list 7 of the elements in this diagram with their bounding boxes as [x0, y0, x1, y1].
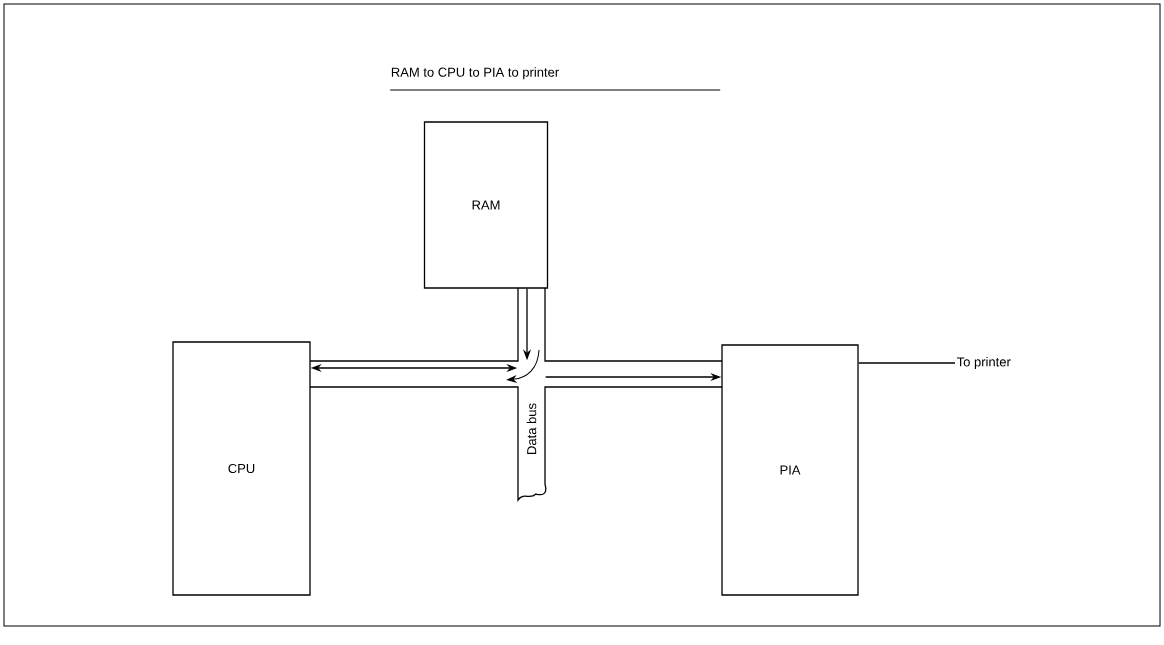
output-label: To printer	[956, 356, 1011, 370]
component-box: RAM	[423, 121, 549, 289]
connector-line	[858, 362, 956, 364]
component-box: CPU	[172, 341, 311, 596]
title: RAM to CPU to PIA to printer	[391, 67, 559, 80]
component-box: PIA	[721, 344, 859, 596]
bus-label: Data bus	[526, 403, 537, 454]
